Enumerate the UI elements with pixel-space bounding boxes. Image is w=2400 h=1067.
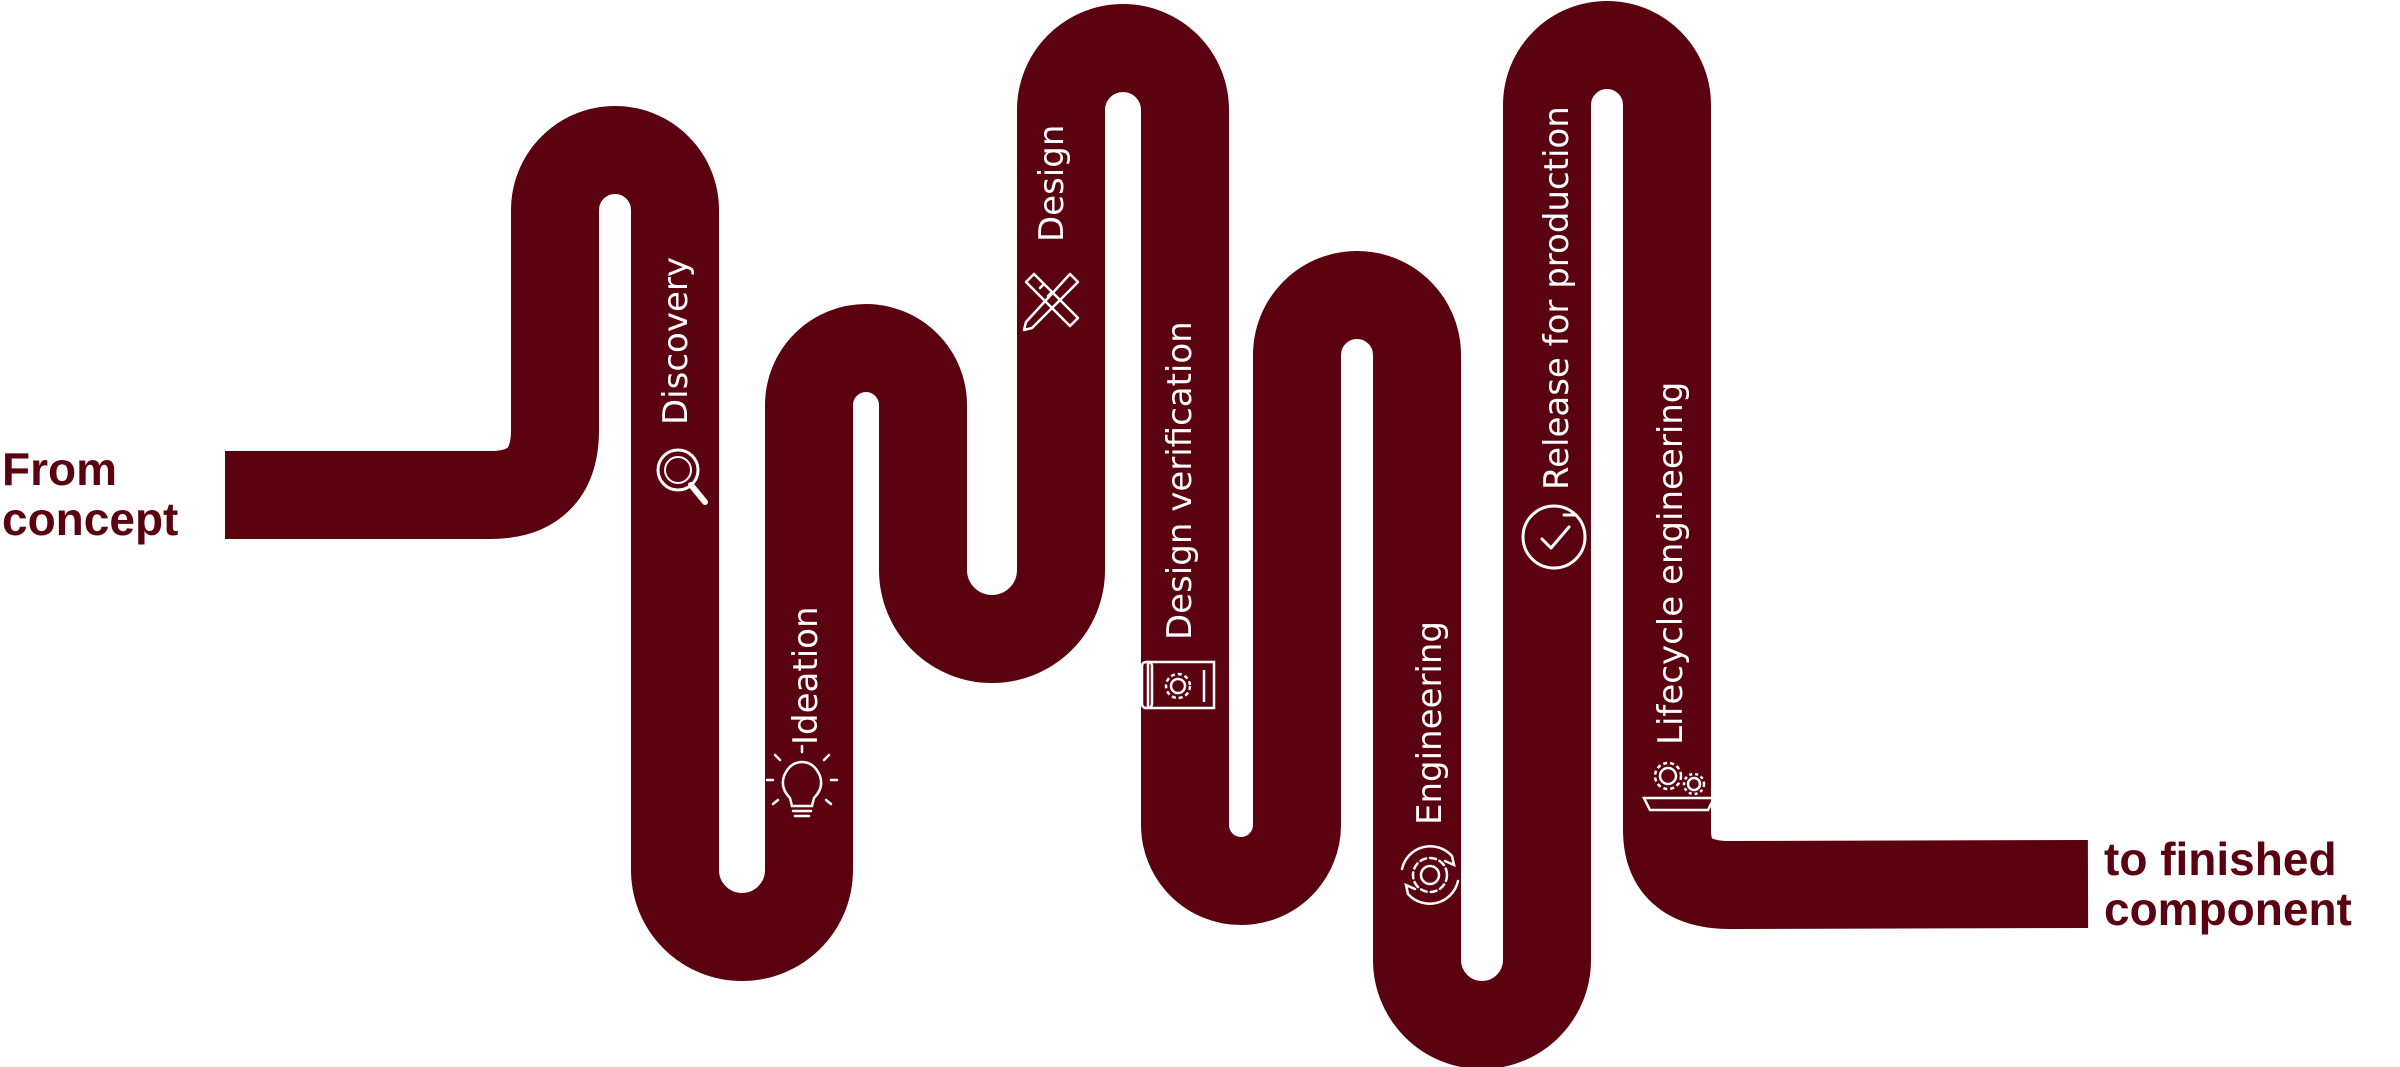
step-discovery: Discovery — [656, 257, 708, 505]
magnifier-icon — [656, 448, 708, 505]
blueprint-gear-icon — [1140, 660, 1216, 710]
step-engineering-label: Engineering — [1410, 621, 1450, 825]
check-circle-icon — [1521, 504, 1587, 570]
step-release-for-production-label: Lifecycle engineering — [1651, 382, 1691, 745]
step-design: Design — [1022, 125, 1080, 332]
gears-on-tray-icon — [1641, 761, 1717, 812]
start-label-line1: From — [2, 443, 117, 495]
winding-road — [225, 1, 2089, 1067]
step-design-verification: Design verification — [1140, 321, 1216, 710]
step-release-for-production: Lifecycle engineering Release for produc… — [1521, 106, 1691, 745]
step-design-label: Design — [1032, 125, 1072, 242]
step-ideation: Ideation — [765, 607, 839, 818]
step-engineering: Engineering — [1400, 621, 1460, 905]
step-lifecycle-engineering — [1641, 761, 1717, 812]
lightbulb-icon — [765, 744, 839, 818]
end-label-line2: component — [2104, 883, 2352, 935]
step-ideation-label: Ideation — [786, 607, 826, 746]
end-label: to finished component — [2104, 834, 2352, 934]
end-label-line1: to finished — [2104, 833, 2337, 885]
step-release-for-production-text: Release for production — [1537, 106, 1577, 490]
step-discovery-label: Discovery — [656, 257, 696, 425]
step-design-verification-label: Design verification — [1160, 321, 1200, 640]
start-label-line2: concept — [2, 493, 179, 545]
ruler-pencil-icon — [1022, 272, 1080, 332]
gear-cycle-icon — [1400, 845, 1460, 905]
start-label: From concept — [2, 444, 178, 544]
